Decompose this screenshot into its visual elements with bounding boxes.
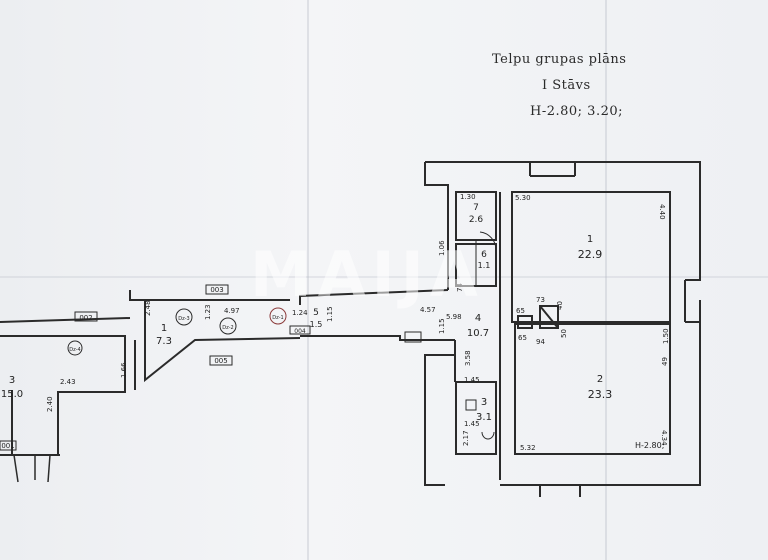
door-marker: [175, 308, 193, 326]
dimension-label: 2.17: [462, 430, 470, 446]
dimension-label: 2.40: [46, 396, 54, 412]
dimension-label: 1.23: [204, 304, 212, 320]
dimension-label: 74: [456, 283, 464, 292]
dimension-label: 65: [518, 334, 527, 342]
dimension-label: 1.15: [438, 318, 446, 334]
dimension-label: 4.57: [420, 306, 436, 314]
room-3-area: 3.1: [476, 412, 492, 423]
dimension-label: 94: [536, 338, 545, 346]
dimension-label: 1.06: [438, 240, 446, 256]
door-label: Dz-3: [178, 316, 189, 322]
code-label: 002: [79, 314, 92, 322]
code-label: 001: [1, 442, 14, 450]
room-2-area: 23.3: [588, 388, 613, 401]
dimension-label: 49: [661, 357, 669, 366]
plan-title: Telpu grupas plāns: [492, 52, 627, 67]
dimension-label: 5.30: [515, 194, 531, 202]
floor-label: I Stāvs: [542, 78, 591, 93]
room-4-number: 4: [475, 313, 481, 324]
dimension-label: 1.45: [464, 420, 480, 428]
door-marker: [219, 317, 237, 335]
room-2-number: 2: [597, 374, 603, 385]
room-1-number: 1: [587, 234, 593, 245]
room-left-3-number: 3: [9, 375, 15, 386]
paper-fold: [0, 276, 768, 278]
room-left-1-area: 7.3: [156, 336, 172, 347]
room-3-number: 3: [481, 397, 487, 408]
dimension-label: 5.32: [520, 444, 536, 452]
door-label: Dz-4: [69, 347, 80, 353]
door-marker: [269, 307, 287, 325]
room-6-area: 1.1: [478, 261, 491, 270]
door-label: Dz-2: [222, 325, 233, 331]
code-label: 004: [294, 328, 306, 335]
dimension-label: 4.34: [660, 430, 668, 446]
dimension-label: 1.30: [460, 193, 476, 201]
room-left-3-area: 15.0: [1, 389, 23, 400]
dimension-label: 1.50: [662, 328, 670, 344]
height-label: H-2.80; 3.20;: [530, 104, 624, 119]
dimension-label: 4.40: [658, 204, 666, 220]
room-4-area: 10.7: [467, 328, 489, 339]
dimension-label: 1.45: [464, 376, 480, 384]
dimension-label: 50: [560, 329, 568, 338]
room-5-area: 1.5: [310, 320, 323, 329]
dimension-label: 5.98: [446, 313, 462, 321]
code-label: 005: [214, 357, 227, 365]
dimension-label: 40: [556, 301, 564, 310]
dimension-label: 65: [516, 307, 525, 315]
room-2-height: H-2.80;: [635, 441, 664, 450]
code-label: 003: [210, 286, 223, 294]
room-left-1-number: 1: [161, 323, 167, 334]
dimension-label: 1.15: [326, 306, 334, 322]
paper-fold: [605, 0, 607, 560]
dimension-label: 2.48: [144, 300, 152, 316]
dimension-label: 2.43: [60, 378, 76, 386]
dimension-label: 73: [536, 296, 545, 304]
door-label: Dz-1: [272, 315, 283, 321]
room-5-number: 5: [313, 308, 319, 318]
dimension-label: 4.97: [224, 307, 240, 315]
room-7-number: 7: [473, 203, 479, 213]
paper-fold: [307, 0, 309, 560]
room-7-area: 2.6: [469, 215, 484, 225]
room-1-area: 22.9: [578, 248, 603, 261]
dimension-label: 3.58: [464, 350, 472, 366]
dimension-label: 1.66: [120, 362, 128, 378]
door-marker: [67, 340, 83, 356]
watermark: MAIJA: [250, 238, 484, 311]
room-6-number: 6: [481, 250, 487, 260]
dimension-label: 1.24: [292, 309, 308, 317]
